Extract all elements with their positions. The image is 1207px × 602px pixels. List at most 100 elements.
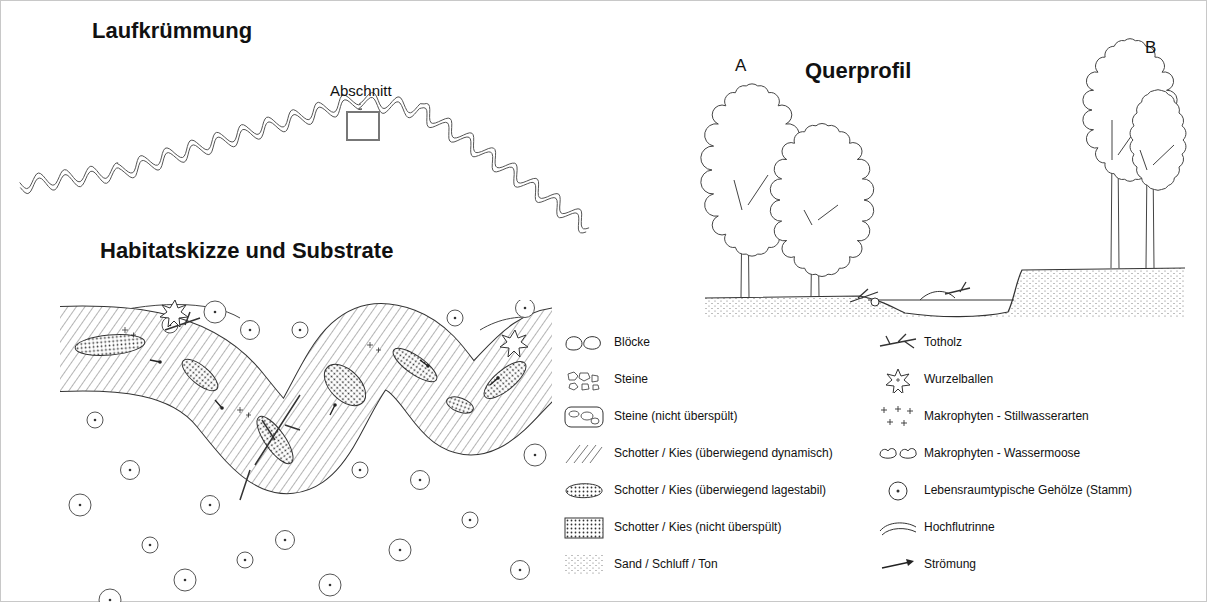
legend-text: Strömung <box>924 557 976 571</box>
bank-label: A <box>735 56 746 76</box>
legend-text: Steine <box>614 372 648 386</box>
macrophyte-mark <box>367 342 381 353</box>
tree-stem-dot <box>454 317 457 320</box>
tree-stem-dot <box>284 539 287 542</box>
legend-symbol <box>876 404 920 430</box>
stable-gravel <box>444 394 475 417</box>
legend-symbol <box>562 478 606 504</box>
tree-stem <box>389 539 411 561</box>
root-ball <box>500 330 528 357</box>
legend-text: Makrophyten - Wassermoose <box>924 446 1080 460</box>
tree-stem-dot <box>209 504 212 507</box>
legend-text: Blöcke <box>614 335 650 349</box>
tree-stem <box>411 471 430 490</box>
tree-stem-dot <box>184 579 187 582</box>
tree-stem <box>511 561 530 580</box>
legend-symbol <box>876 478 920 504</box>
legend-symbol <box>562 330 606 356</box>
section-heading: Habitatskizze und Substrate <box>100 238 393 263</box>
tree-stem <box>99 589 121 602</box>
tree-stem-dot <box>524 307 527 310</box>
legend-text: Lebensraumtypische Gehölze (Stamm) <box>924 483 1132 497</box>
tree-stem-dot <box>419 479 422 482</box>
deadwood <box>240 395 300 500</box>
tree-stem <box>174 569 196 591</box>
tree-stem <box>142 537 158 553</box>
tree-stem-dot <box>534 454 537 457</box>
section-heading: Laufkrümmung <box>92 18 252 43</box>
tree-stem <box>237 552 253 568</box>
legend-symbol <box>876 515 920 541</box>
legend-symbol <box>562 367 606 393</box>
legend-symbol <box>562 404 606 430</box>
tree-canopy <box>1130 90 1186 191</box>
tree-stem <box>204 301 226 323</box>
bank-label: B <box>1145 38 1156 58</box>
river-course <box>20 93 589 233</box>
tree-stem <box>462 512 478 528</box>
tree-stem-dot <box>249 329 252 332</box>
section-heading: Querprofil <box>805 58 911 83</box>
cross-section <box>701 39 1186 318</box>
stable-gravel <box>389 343 442 388</box>
tree-branch <box>1140 145 1174 170</box>
legend-symbol <box>876 441 920 467</box>
river-bank-line <box>20 98 586 233</box>
flow-arrow-head <box>426 364 430 368</box>
macrophyte-mark <box>122 327 136 338</box>
flow-arrow-head <box>158 360 162 364</box>
habitat-sketch <box>60 300 552 602</box>
legend-symbol <box>876 367 920 393</box>
tree-stem <box>201 496 220 515</box>
macrophyte-mark <box>237 407 251 418</box>
stable-gravel <box>177 354 222 396</box>
tree-stem-dot <box>149 544 152 547</box>
stable-gravel <box>74 332 145 358</box>
legend-symbol <box>876 330 920 356</box>
tree-stem <box>121 461 140 480</box>
flow-arrow-head <box>333 403 337 407</box>
section-label: Abschnitt <box>330 82 392 99</box>
legend-symbol <box>562 441 606 467</box>
tree-stem <box>87 412 103 428</box>
tree-branch <box>804 205 838 225</box>
legend-text: Totholz <box>924 335 962 349</box>
river-bank-line <box>20 93 589 229</box>
tree-stem-dot <box>469 519 472 522</box>
tree-stem <box>352 462 368 478</box>
section-box <box>347 112 379 140</box>
legend-text: Sand / Schluff / Ton <box>614 557 718 571</box>
stable-gravel <box>317 357 374 414</box>
tree-stem-dot <box>214 311 217 314</box>
legend-text: Hochflutrinne <box>924 520 995 534</box>
legend-symbol <box>562 552 606 578</box>
tree-stem <box>319 574 341 596</box>
tree-stem-dot <box>109 599 112 602</box>
stable-gravel <box>479 356 532 405</box>
flow-arrow-head <box>220 406 224 410</box>
tree-stem-dot <box>519 569 522 572</box>
tree-stem-dot <box>94 419 97 422</box>
legend-text: Makrophyten - Stillwasserarten <box>924 409 1089 423</box>
legend-text: Wurzelballen <box>924 372 993 386</box>
legend-text: Schotter / Kies (überwiegend lagestabil) <box>614 483 826 497</box>
tree-stem <box>447 310 463 326</box>
legend-symbol <box>562 515 606 541</box>
tree-stem-dot <box>299 329 302 332</box>
tree-stem-dot <box>79 504 82 507</box>
flow-arrow-head <box>496 376 500 380</box>
tree-stem <box>292 322 308 338</box>
tree-branch <box>734 175 768 210</box>
tree-stem-dot <box>399 549 402 552</box>
legend-symbol <box>876 552 920 578</box>
tree-stem <box>69 494 91 516</box>
legend-text: Schotter / Kies (überwiegend dynamisch) <box>614 446 833 460</box>
tree-stem-dot <box>244 559 247 562</box>
tree-stem <box>276 531 295 550</box>
root-ball <box>160 300 188 327</box>
legend-text: Steine (nicht überspült) <box>614 409 737 423</box>
legend-text: Schotter / Kies (nicht überspült) <box>614 520 781 534</box>
tree-stem-dot <box>129 469 132 472</box>
tree-stem <box>241 321 260 340</box>
